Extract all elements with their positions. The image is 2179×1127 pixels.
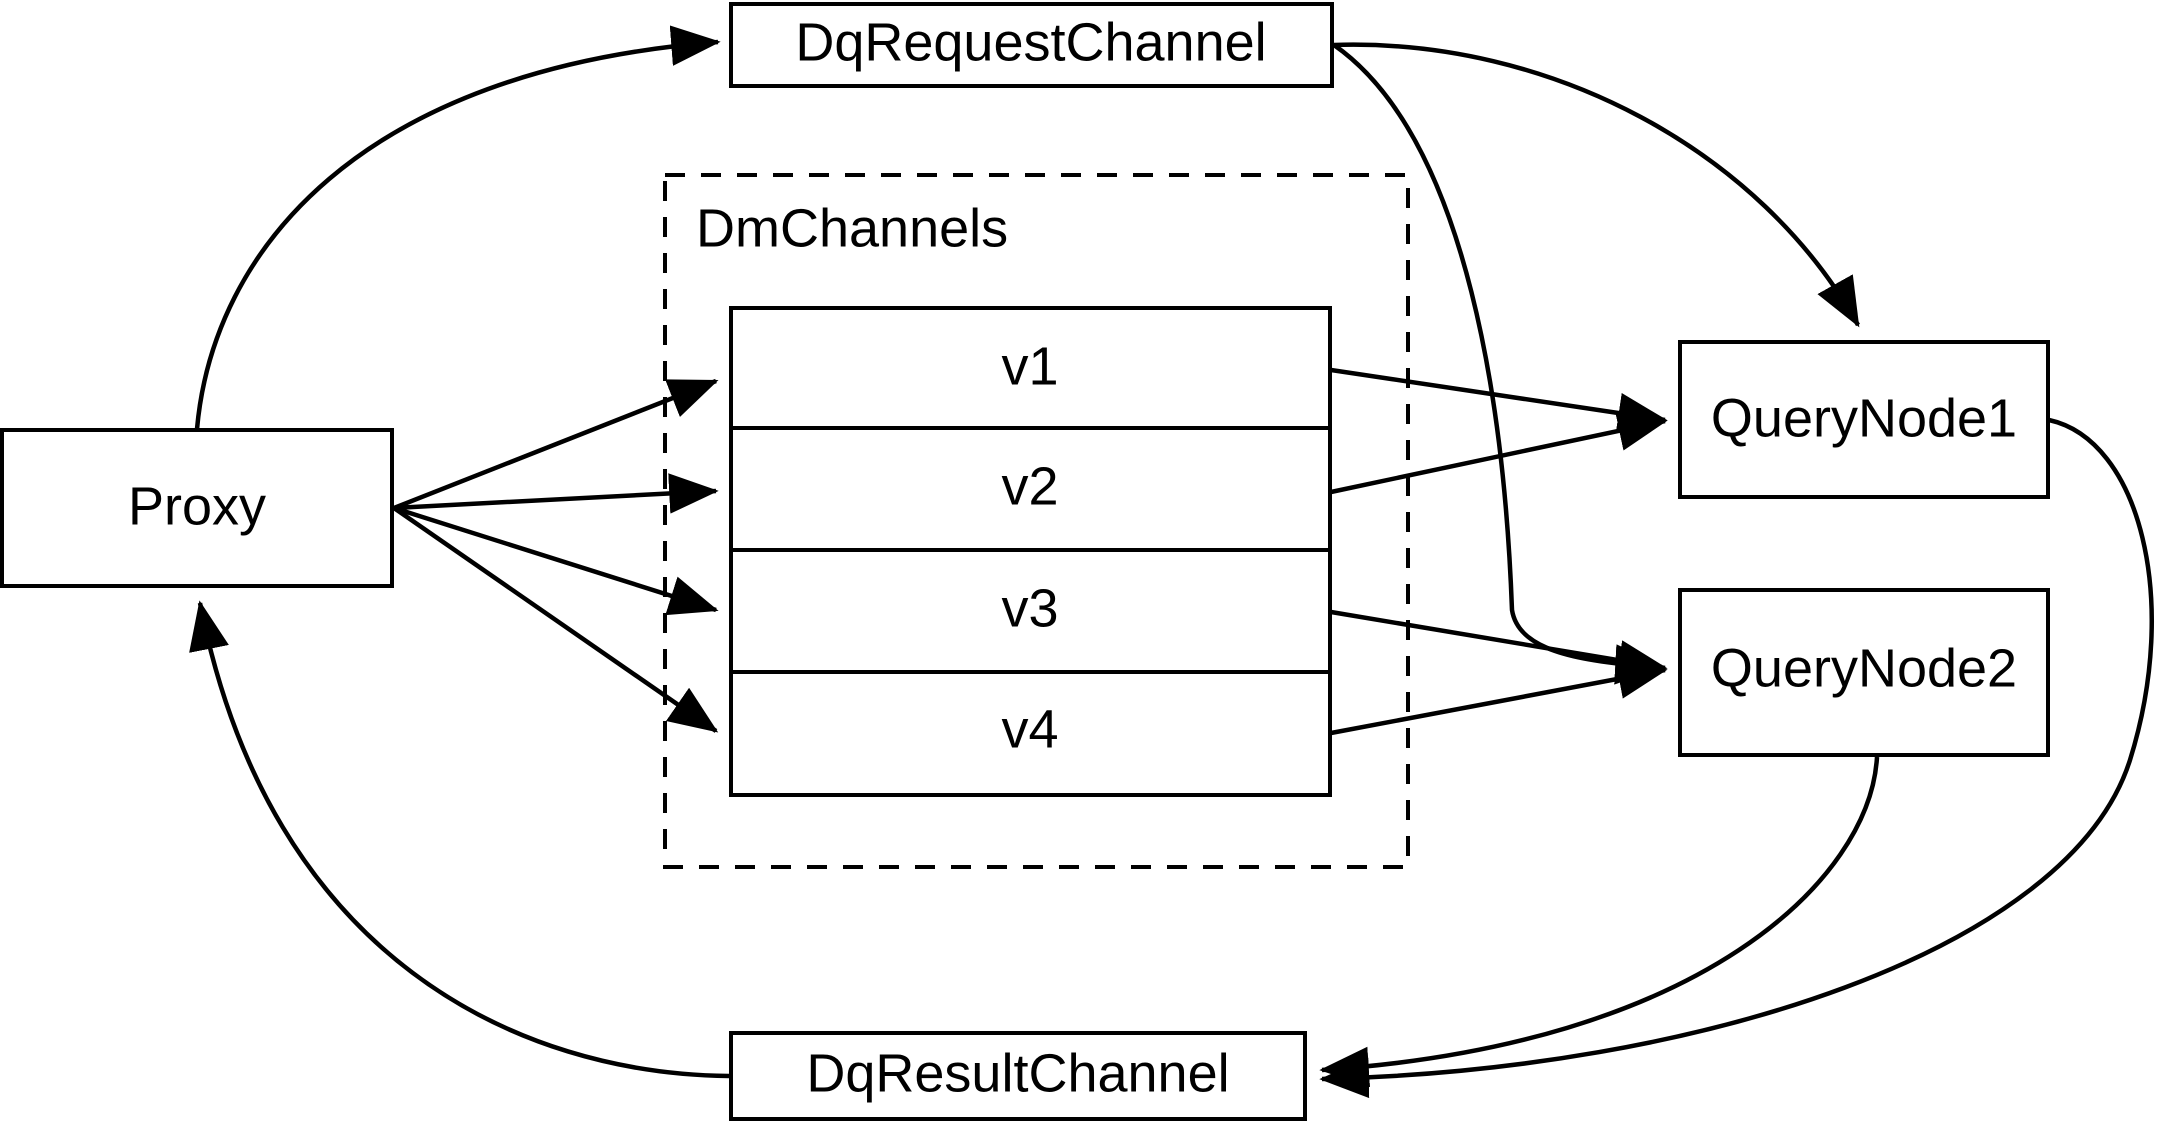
node-proxy[interactable]: Proxy: [0, 428, 394, 588]
query-node-2-box[interactable]: [1678, 588, 2050, 757]
query-node-1-label: QueryNode1: [1711, 388, 2017, 448]
node-dq-result-channel[interactable]: DqResultChannel: [729, 1031, 1307, 1121]
node-dq-request-channel[interactable]: DqRequestChannel: [729, 2, 1334, 88]
dq-request-channel-box[interactable]: [729, 2, 1334, 88]
edge-proxy-to-v3: [393, 505, 719, 616]
query-node-2-label: QueryNode2: [1711, 638, 2017, 698]
edge-v2-to-query-node-1: [1330, 410, 1668, 495]
dm-channels-group-border: [663, 173, 1410, 869]
edge-proxy-to-v4: [392, 506, 719, 733]
edge-dq-request-channel-to-query-node-2: [1332, 43, 1665, 685]
dq-result-channel-box[interactable]: [729, 1031, 1307, 1121]
edge-proxy-to-dq-request-channel: [194, 25, 721, 430]
edge-query-node-1-to-dq-result-channel: [1319, 417, 2154, 1099]
edge-v3-to-query-node-2: [1330, 609, 1668, 681]
dm-channels-group-label: DmChannels: [696, 198, 1008, 258]
edge-proxy-to-v2: [393, 473, 719, 514]
edge-v4-to-query-node-2: [1330, 658, 1668, 736]
edge-query-node-2-to-dq-result-channel: [1319, 756, 1880, 1088]
edge-dq-request-channel-to-query-node-1: [1333, 42, 1860, 328]
channel-row-v1-label: v1: [1001, 336, 1058, 396]
channel-row-v4-label: v4: [1001, 699, 1058, 759]
edge-proxy-to-v1: [393, 378, 719, 511]
edge-v1-to-query-node-1: [1330, 367, 1668, 434]
proxy-label: Proxy: [128, 476, 266, 536]
node-query-node-2[interactable]: QueryNode2: [1678, 588, 2050, 757]
proxy-box[interactable]: [0, 428, 394, 588]
dq-request-channel-label: DqRequestChannel: [795, 12, 1266, 72]
dm-channels-group: DmChannels: [663, 173, 1410, 869]
query-node-1-box[interactable]: [1678, 340, 2050, 499]
node-query-node-1[interactable]: QueryNode1: [1678, 340, 2050, 499]
channel-table: v1 v2 v3 v4: [729, 306, 1332, 797]
channel-row-v3-label: v3: [1001, 578, 1058, 638]
edge-dq-result-channel-to-proxy: [189, 600, 730, 1079]
dq-result-channel-label: DqResultChannel: [806, 1043, 1229, 1103]
channel-row-v2-label: v2: [1001, 456, 1058, 516]
edge-layer: [189, 25, 2154, 1099]
